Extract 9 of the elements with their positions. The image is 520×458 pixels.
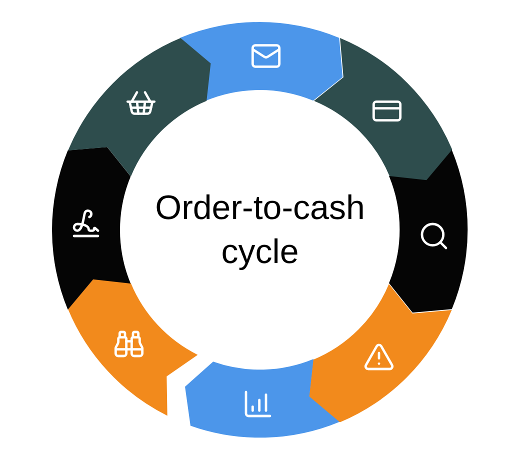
- arrow-segment: [314, 38, 452, 181]
- arrow-segment: [68, 279, 198, 416]
- arrow-segment: [389, 150, 468, 313]
- arrow-segment: [52, 146, 131, 310]
- arrow-segment: [68, 38, 211, 176]
- arrow-segment: [185, 359, 340, 438]
- cycle-title: Order-to-cash cycle: [154, 188, 366, 273]
- arrow-segment: [309, 284, 452, 422]
- arrow-segment: [180, 22, 343, 101]
